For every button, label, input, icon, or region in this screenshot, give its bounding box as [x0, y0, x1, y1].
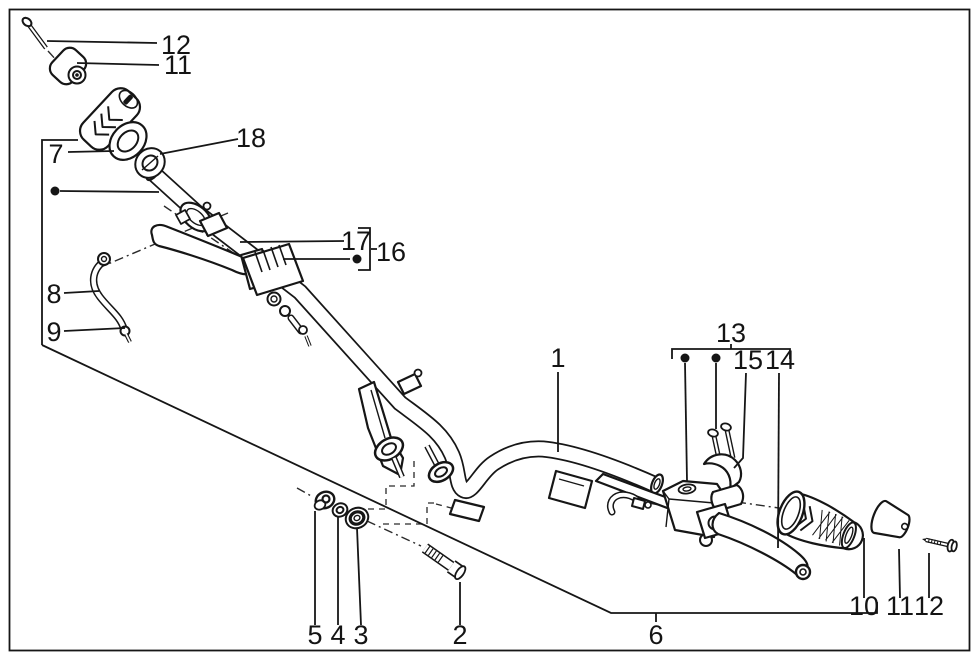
- callout-label-11-right: 11: [886, 591, 914, 621]
- group-7-bracket: [41, 139, 78, 345]
- left-master-cylinder: [241, 242, 312, 347]
- washer-large: [344, 506, 370, 530]
- callout-label-12-top: 12: [161, 30, 191, 60]
- right-bar-end-screw: [922, 537, 958, 553]
- left-grip: [78, 87, 148, 161]
- throttle-grip: [776, 490, 864, 551]
- brake-hose: [89, 252, 132, 343]
- callout-labels: 12 11 18 7 8 9 17 16 1 13 15 14 10 11 12…: [46, 30, 944, 650]
- callout-label-13: 13: [716, 318, 746, 348]
- callout-label-2: 2: [452, 620, 467, 650]
- grip-flange: [108, 121, 148, 161]
- callout-label-8: 8: [46, 279, 61, 309]
- construction-lines: [47, 50, 787, 547]
- bullet-marker: [711, 353, 721, 363]
- spacer-ring: [134, 147, 166, 179]
- callout-label-10: 10: [849, 591, 879, 621]
- callout-label-15: 15: [733, 345, 763, 375]
- callout-label-1: 1: [550, 343, 565, 373]
- callout-label-17: 17: [341, 226, 371, 256]
- bolt: [421, 543, 467, 581]
- handlebar-tube: [145, 164, 664, 499]
- callout-label-18: 18: [236, 123, 266, 153]
- callout-label-6: 6: [648, 620, 663, 650]
- bullet-marker: [352, 254, 362, 264]
- callout-label-11-top: 11: [164, 50, 192, 80]
- reservoir-cap: [677, 483, 697, 495]
- callout-label-9: 9: [46, 317, 61, 347]
- washer-small: [331, 502, 349, 518]
- diagram-border: [8, 8, 971, 652]
- right-brake-lever: [711, 511, 812, 581]
- callout-label-4: 4: [330, 620, 345, 650]
- callout-label-3: 3: [353, 620, 368, 650]
- callout-label-14: 14: [765, 345, 795, 375]
- left-bar-end-weight: [48, 46, 88, 86]
- bullet-marker: [50, 186, 60, 196]
- right-bar-end-weight: [870, 499, 911, 539]
- group-6-frame-line: [41, 344, 878, 614]
- cable-elbow: [606, 491, 652, 516]
- group-16-bracket: [358, 227, 371, 271]
- left-bar-end-screw: [21, 16, 48, 50]
- callout-lines: [41, 40, 930, 626]
- switch-housing-clamp: [175, 201, 229, 238]
- handlebar-mount-bracket: [357, 368, 700, 523]
- callout-label-12-right: 12: [914, 591, 944, 621]
- bullet-marker: [680, 353, 690, 363]
- callout-label-7: 7: [48, 139, 63, 169]
- mount-tab: [547, 469, 594, 510]
- callout-label-16: 16: [376, 237, 406, 267]
- nut: [313, 490, 336, 511]
- callout-label-5: 5: [307, 620, 322, 650]
